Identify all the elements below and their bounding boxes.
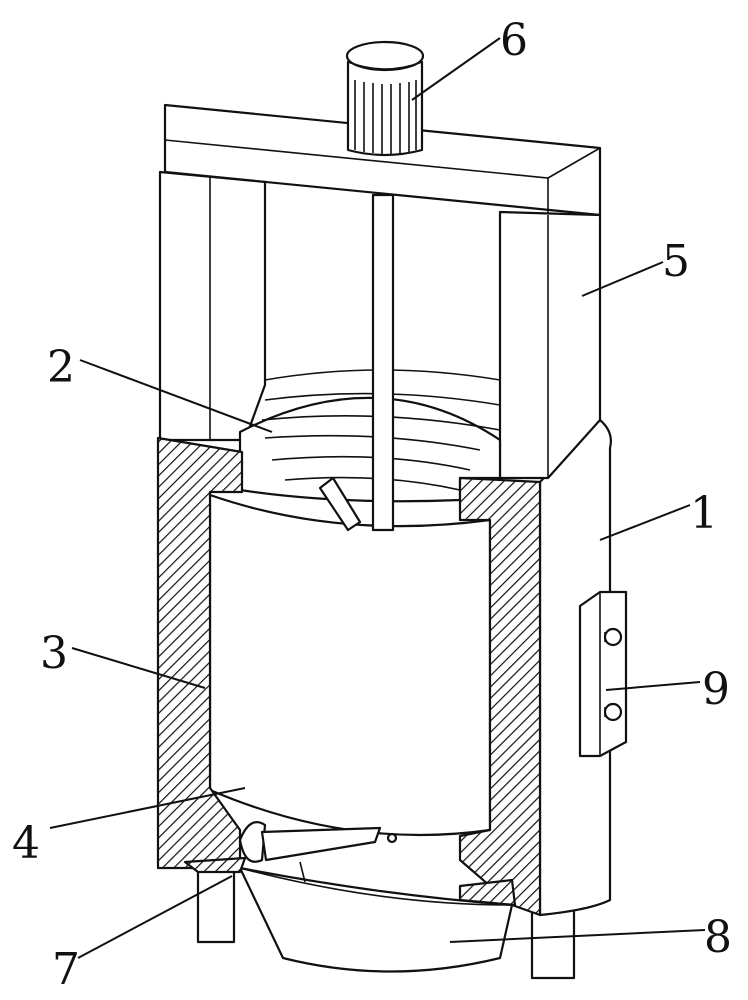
label-5: 5 [662, 236, 690, 287]
control-panel [578, 590, 628, 758]
collection-bowl [238, 866, 514, 973]
drive-shaft [371, 193, 395, 532]
top-frame [158, 103, 602, 480]
label-3: 3 [40, 628, 68, 679]
label-6: 6 [500, 15, 528, 66]
label-2: 2 [47, 342, 75, 393]
inner-drum [208, 369, 502, 837]
label-4: 4 [12, 818, 40, 869]
bottom-scraper [183, 821, 517, 907]
label-7: 7 [52, 944, 80, 995]
label-1: 1 [690, 488, 718, 539]
scraper-blade-upper [318, 476, 362, 532]
label-9: 9 [702, 664, 730, 715]
motor [345, 40, 425, 157]
outer-cylinder [538, 418, 612, 917]
label-8: 8 [704, 912, 732, 963]
insulation-shell [156, 436, 542, 917]
callout-labels: 1 2 3 4 5 6 7 8 9 [12, 15, 732, 995]
leader-lines [49, 37, 706, 959]
